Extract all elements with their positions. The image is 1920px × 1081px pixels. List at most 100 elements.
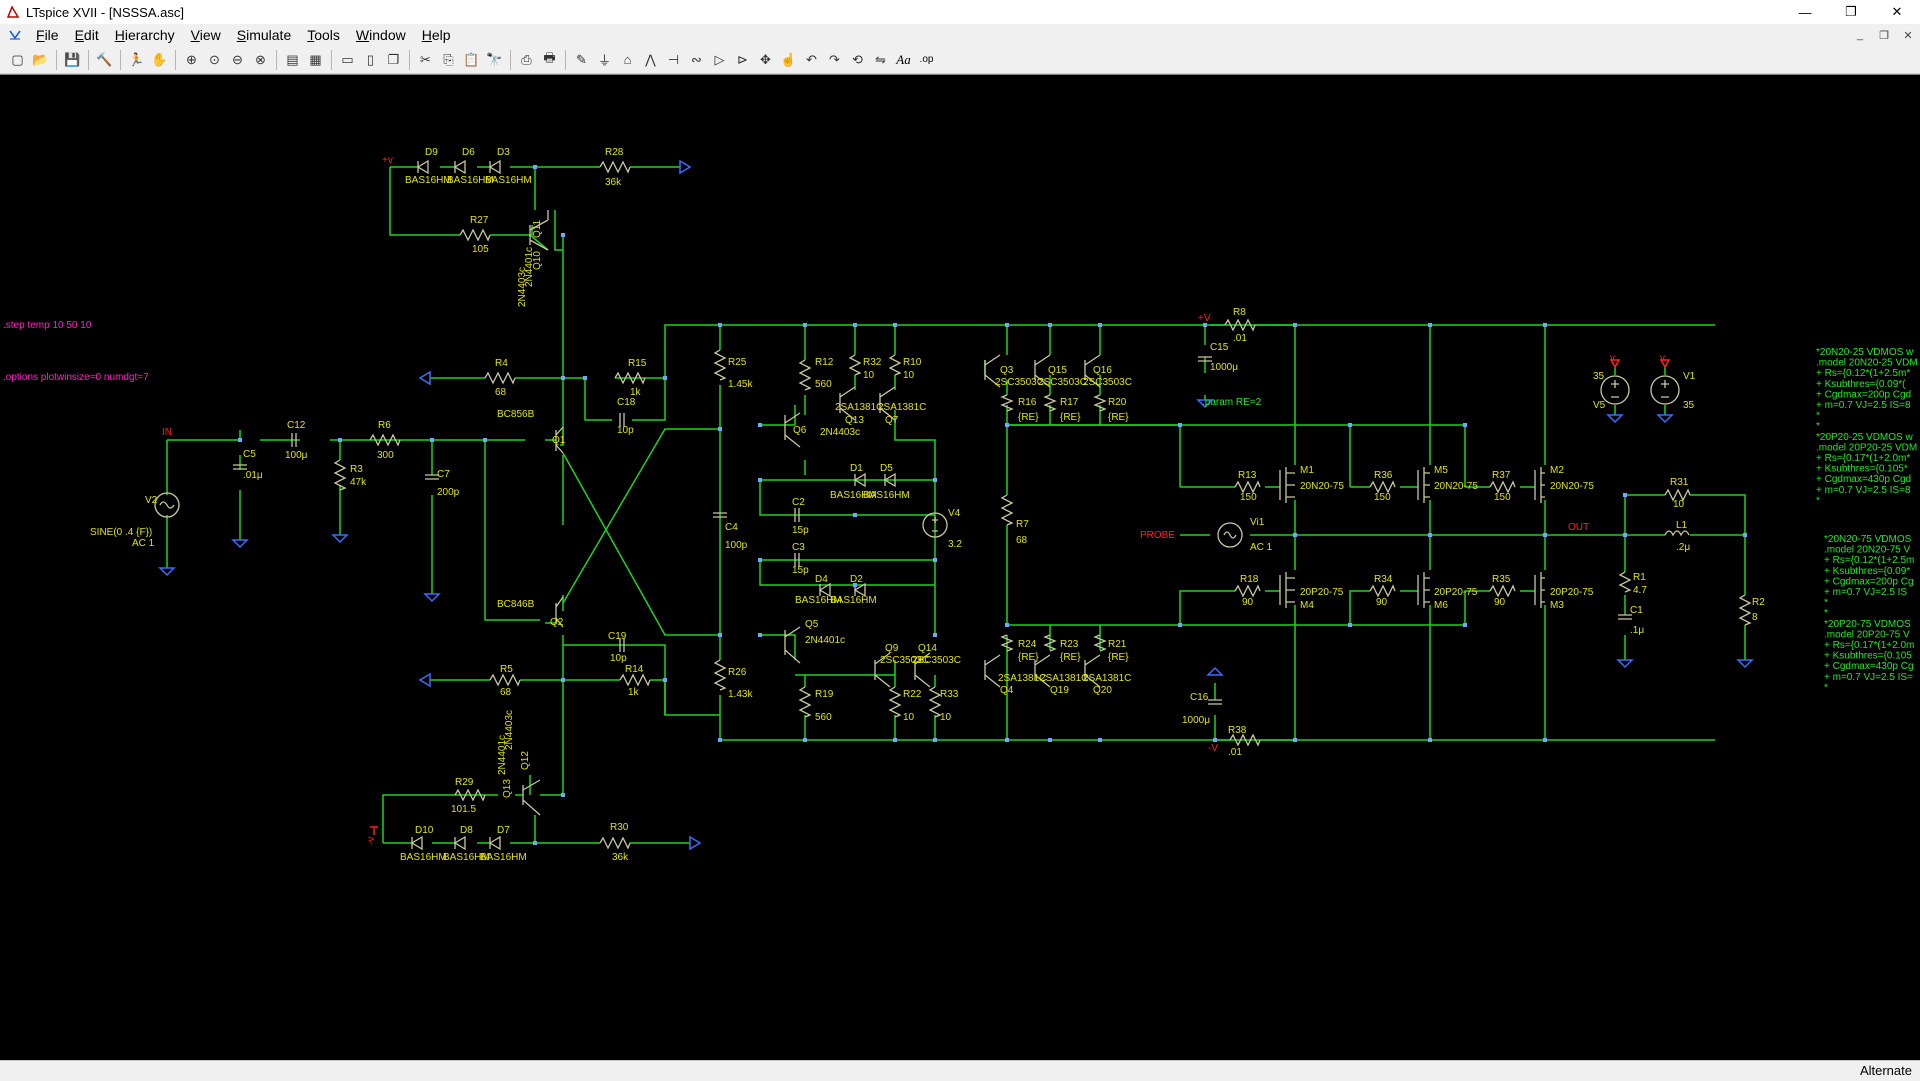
junction bbox=[758, 478, 762, 482]
V1-value: 35 bbox=[1683, 400, 1695, 411]
text-icon[interactable]: Aa bbox=[896, 51, 911, 67]
cascade-icon[interactable]: ❐ bbox=[387, 51, 400, 67]
paste-icon[interactable]: 📋 bbox=[463, 51, 480, 67]
D2-model: BAS16HM bbox=[830, 595, 877, 606]
model-line-20n20-25: + Ksubthres={0.105* bbox=[1816, 464, 1908, 475]
tile-h-icon[interactable]: ▭ bbox=[341, 51, 354, 67]
autorange-icon[interactable]: ▤ bbox=[286, 51, 299, 67]
component-icon[interactable]: ⊳ bbox=[737, 51, 748, 67]
model-line-20n20-75: * bbox=[1824, 682, 1828, 693]
model-line-20n20-75: + m=0.7 VJ=2.5 IS= bbox=[1824, 672, 1913, 683]
cut-icon[interactable]: ✂ bbox=[420, 51, 431, 67]
toolbar-separator bbox=[409, 49, 410, 70]
options-directive: .options plotwinsize=0 numdgt=7 bbox=[3, 372, 149, 383]
tile-v-icon[interactable]: ▯ bbox=[366, 51, 375, 67]
Q9-label: Q9 bbox=[885, 643, 899, 654]
zoom-full-icon[interactable]: ⊙ bbox=[209, 51, 220, 67]
model-line-20n20-25: + m=0.7 VJ=2.5 IS=8 bbox=[1816, 485, 1911, 496]
find-icon[interactable]: 🔭 bbox=[486, 51, 503, 67]
D6-model: BAS16HM bbox=[447, 175, 494, 186]
Q16-model: 2SC3503C bbox=[1083, 377, 1132, 388]
D10-model: BAS16HM bbox=[400, 852, 447, 863]
diode-icon[interactable]: ▷ bbox=[714, 51, 725, 67]
D10-label: D10 bbox=[415, 825, 434, 836]
mirror-icon[interactable]: ⇋ bbox=[875, 51, 886, 67]
open-icon[interactable]: 📂 bbox=[32, 51, 49, 67]
C1-value: .1μ bbox=[1630, 625, 1644, 636]
junction bbox=[893, 323, 897, 327]
minimize-button[interactable]: — bbox=[1798, 4, 1812, 20]
junction bbox=[1048, 323, 1052, 327]
fft-icon[interactable]: ▦ bbox=[309, 51, 322, 67]
R27-label: R27 bbox=[470, 215, 489, 226]
M2-label: M2 bbox=[1550, 465, 1564, 476]
V4-label: V4 bbox=[948, 508, 961, 519]
mdi-restore-button[interactable]: ❐ bbox=[1879, 29, 1889, 42]
zoom-in-icon[interactable]: ⊕ bbox=[186, 51, 197, 67]
R4-value: 68 bbox=[495, 387, 507, 398]
capacitor-icon[interactable]: ⊣ bbox=[667, 51, 680, 67]
mdi-minimize-button[interactable]: _ bbox=[1856, 29, 1864, 41]
copy-icon[interactable]: ⎘ bbox=[443, 51, 454, 67]
menu-view[interactable]: View bbox=[190, 27, 221, 43]
D4-label: D4 bbox=[815, 574, 828, 585]
Q19-model: 2SA1381C bbox=[1040, 673, 1088, 684]
R18-label: R18 bbox=[1240, 574, 1259, 585]
close-button[interactable]: ✕ bbox=[1891, 4, 1903, 19]
menu-window[interactable]: Window bbox=[355, 27, 406, 43]
schematic-drawing[interactable]: +vD9D6D3BAS16HMBAS16HMBAS16HMR2836kR2710… bbox=[0, 75, 1920, 1060]
R28-value: 36k bbox=[605, 177, 622, 188]
R17-label: R17 bbox=[1060, 397, 1079, 408]
junction bbox=[853, 323, 857, 327]
menu-tools[interactable]: Tools bbox=[307, 27, 340, 43]
label-net-icon[interactable]: ⌂ bbox=[623, 52, 632, 67]
drag-icon[interactable]: ☝ bbox=[780, 51, 797, 67]
zoom-fit-icon[interactable]: ⊗ bbox=[255, 51, 266, 67]
menu-simulate[interactable]: Simulate bbox=[236, 27, 292, 43]
components bbox=[154, 159, 1752, 851]
redo-icon[interactable]: ↷ bbox=[829, 51, 840, 67]
spice-directive-icon[interactable]: .op bbox=[919, 54, 934, 65]
model-line-20n20-25: * bbox=[1816, 411, 1820, 422]
zoom-out-icon[interactable]: ⊖ bbox=[232, 51, 243, 67]
new-icon[interactable]: ▢ bbox=[11, 51, 24, 67]
inductor-icon[interactable]: ∾ bbox=[691, 51, 702, 67]
undo-icon[interactable]: ↶ bbox=[806, 51, 817, 67]
model-line-20n20-25: + m=0.7 VJ=2.5 IS=8 bbox=[1816, 400, 1911, 411]
net-flags bbox=[370, 359, 1671, 835]
R22-label: R22 bbox=[903, 689, 922, 700]
ground-icon[interactable]: ⏚ bbox=[597, 53, 611, 68]
menu-help[interactable]: Help bbox=[421, 27, 451, 43]
menu-file[interactable]: File bbox=[36, 27, 59, 43]
draw-wire-icon[interactable]: ✎ bbox=[576, 51, 587, 67]
toolbar-separator bbox=[175, 49, 176, 70]
menu-hierarchy[interactable]: Hierarchy bbox=[114, 27, 175, 43]
R37-label: R37 bbox=[1492, 470, 1511, 481]
R30-label: R30 bbox=[610, 822, 629, 833]
junction bbox=[430, 438, 434, 442]
R33-value: 10 bbox=[940, 712, 952, 723]
print-setup-icon[interactable]: ⎙ bbox=[521, 51, 532, 67]
run-icon[interactable]: 🏃 bbox=[128, 51, 145, 67]
schematic-doc-icon[interactable] bbox=[8, 28, 22, 42]
R13-value: 150 bbox=[1240, 492, 1257, 503]
maximize-button[interactable]: ❐ bbox=[1845, 4, 1857, 19]
R19-label: R19 bbox=[815, 689, 834, 700]
print-icon[interactable]: 🖶 bbox=[543, 49, 556, 65]
move-icon[interactable]: ✥ bbox=[760, 51, 771, 67]
junction bbox=[893, 738, 897, 742]
C4-value: 100p bbox=[725, 540, 748, 551]
halt-icon[interactable]: ✋ bbox=[151, 51, 168, 67]
control-panel-icon[interactable]: 🔨 bbox=[96, 51, 113, 67]
model-line-20n20-25: + Cgdmax=200p Cgd bbox=[1816, 389, 1911, 400]
R14-value: 1k bbox=[628, 687, 640, 698]
V4-value: 3.2 bbox=[948, 539, 962, 550]
C18-value: 10p bbox=[617, 425, 634, 436]
save-icon[interactable]: 💾 bbox=[64, 51, 81, 67]
C16-value: 1000μ bbox=[1182, 715, 1210, 726]
resistor-icon[interactable]: ⋀ bbox=[645, 51, 656, 67]
mdi-close-button[interactable]: ✕ bbox=[1903, 29, 1913, 42]
rotate-icon[interactable]: ⟲ bbox=[852, 51, 863, 67]
menu-edit[interactable]: Edit bbox=[74, 27, 99, 43]
